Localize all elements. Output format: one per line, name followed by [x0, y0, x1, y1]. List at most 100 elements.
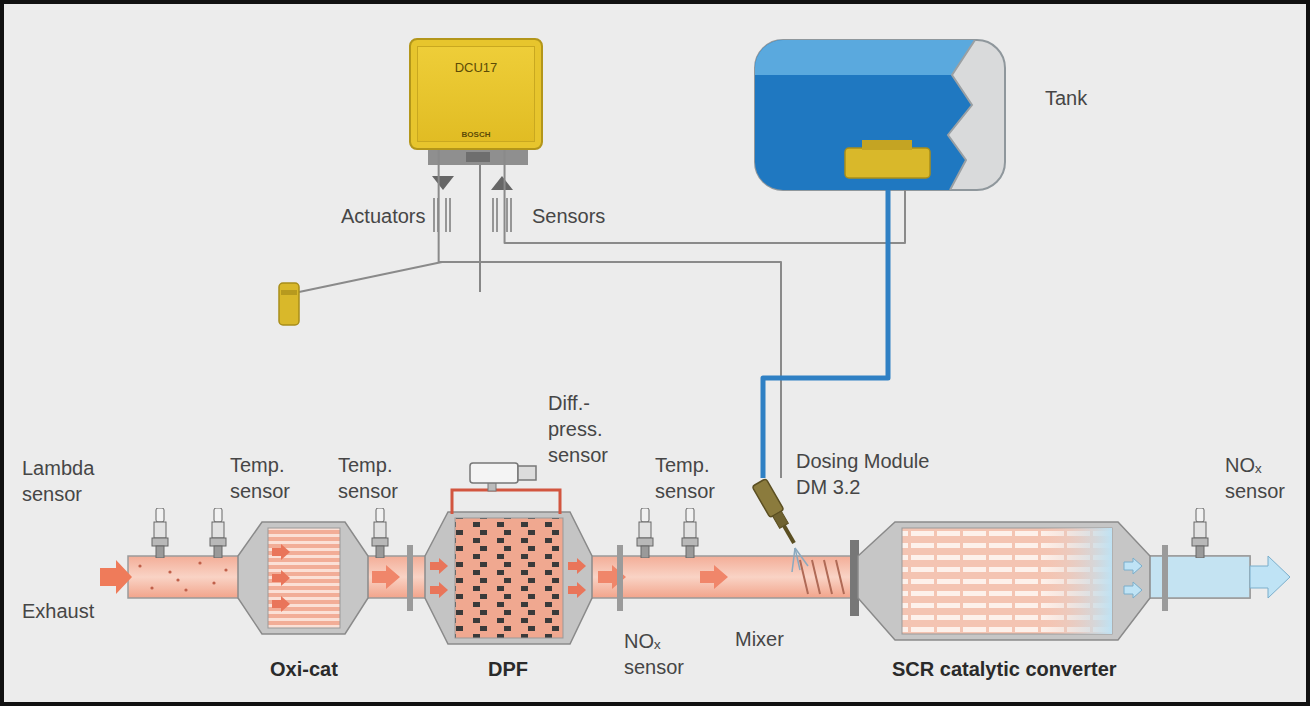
signal-wire	[505, 150, 905, 243]
scr-converter	[1124, 582, 1142, 598]
sensor-label: Temp. sensor	[230, 452, 302, 504]
urea-tank	[862, 140, 912, 150]
dcu-connector	[491, 176, 513, 190]
scr-converter	[902, 528, 1112, 634]
urea-tank	[755, 40, 975, 190]
scr-converter	[1040, 528, 1112, 634]
particulate-filter	[455, 518, 563, 638]
node-title: Oxi-cat	[270, 656, 338, 682]
oxidation-catalyst	[238, 522, 368, 634]
exhaust-pipe	[168, 570, 171, 573]
exhaust-pipe	[1140, 556, 1250, 598]
exhaust-pipe	[1250, 556, 1290, 598]
scr-converter	[1124, 558, 1142, 598]
oxidation-catalyst	[272, 596, 290, 612]
exhaust-pipe	[176, 578, 179, 581]
wire-bundle	[299, 165, 511, 292]
particulate-filter	[568, 558, 586, 574]
exhaust-sensor	[152, 508, 1208, 558]
particulate-filter	[425, 512, 592, 644]
dcu-connector	[428, 150, 528, 165]
actuator-component	[281, 290, 297, 295]
wire-bundle	[496, 198, 498, 232]
dosing-module	[792, 548, 795, 572]
mixer	[812, 560, 820, 594]
oxidation-catalyst	[272, 544, 290, 612]
dosing-module	[782, 525, 795, 544]
exhaust-pipe	[212, 581, 215, 584]
wire-bundle	[506, 198, 508, 232]
sensor-label: NOₓ sensor	[624, 628, 700, 680]
dosing-module	[752, 478, 784, 517]
dcu-connector	[428, 150, 528, 190]
exhaust-sensor	[637, 508, 653, 558]
flange	[407, 545, 413, 611]
exhaust-pipe	[700, 565, 728, 589]
node-title: Tank	[1045, 85, 1087, 111]
particulate-filter	[430, 558, 448, 574]
dosing-module	[792, 548, 808, 572]
differential-pressure-sensor	[470, 463, 518, 483]
sensor-label: Temp. sensor	[655, 452, 727, 504]
differential-pressure-sensor	[452, 463, 560, 514]
wire-bundle	[479, 165, 481, 292]
exhaust-pipe	[184, 588, 187, 591]
exhaust-sensor	[372, 508, 388, 558]
exhaust-pipe	[372, 565, 400, 589]
wire-bundle	[299, 262, 442, 292]
urea-tank	[755, 40, 1005, 190]
node-title: Dosing Module DM 3.2	[796, 448, 946, 500]
sensor-label: NOₓ sensor	[1225, 452, 1301, 504]
flange	[617, 545, 623, 611]
urea-tank	[755, 40, 1005, 190]
urea-tank	[755, 40, 975, 190]
oxidation-catalyst	[272, 570, 290, 586]
exhaust-pipe	[224, 568, 227, 571]
mixer	[836, 560, 844, 594]
dosing-module	[752, 478, 801, 547]
node-title: SCR catalytic converter	[892, 656, 1117, 682]
particulate-filter	[430, 558, 586, 598]
signal-wire	[439, 150, 781, 478]
scr-converter	[1124, 558, 1142, 574]
wire-bundle	[433, 198, 435, 232]
exhaust-sensor	[210, 508, 226, 558]
sensor-label: Temp. sensor	[338, 452, 410, 504]
dosing-module	[795, 548, 808, 566]
catalyst-unit: SCR catalytic converter	[858, 518, 1150, 642]
node-title: DCU17	[411, 60, 541, 76]
exhaust-pipe	[138, 561, 227, 591]
control-unit: DCU17BOSCH	[409, 38, 543, 150]
exhaust-pipe	[198, 561, 201, 564]
fluid-line	[763, 190, 888, 478]
sensor-label: Lambda sensor	[22, 455, 104, 507]
signal-label: Sensors	[532, 203, 605, 229]
particulate-filter	[425, 512, 592, 644]
actuator-component	[279, 283, 299, 325]
oxidation-catalyst	[272, 544, 290, 560]
actuator-component	[279, 283, 299, 325]
flange	[1162, 545, 1168, 611]
dcu-connector	[466, 152, 490, 162]
catalyst-unit: Oxi-cat	[240, 518, 368, 636]
exhaust-pipe	[100, 560, 132, 594]
mixer	[824, 560, 832, 594]
wire-bundle	[510, 198, 512, 232]
differential-pressure-sensor	[518, 466, 536, 480]
exhaust-sensor	[1192, 508, 1208, 558]
part-label: Mixer	[735, 626, 784, 652]
dcu-connector	[432, 176, 454, 190]
catalyst-unit: DPF	[425, 508, 590, 648]
signal-label: Actuators	[341, 203, 425, 229]
wire-bundle	[449, 198, 451, 232]
scr-converter	[858, 522, 1150, 640]
differential-pressure-sensor	[452, 490, 560, 514]
tank: Tank	[755, 40, 1005, 190]
logo-text: BOSCH	[411, 130, 541, 140]
exhaust-sensor	[682, 508, 698, 558]
